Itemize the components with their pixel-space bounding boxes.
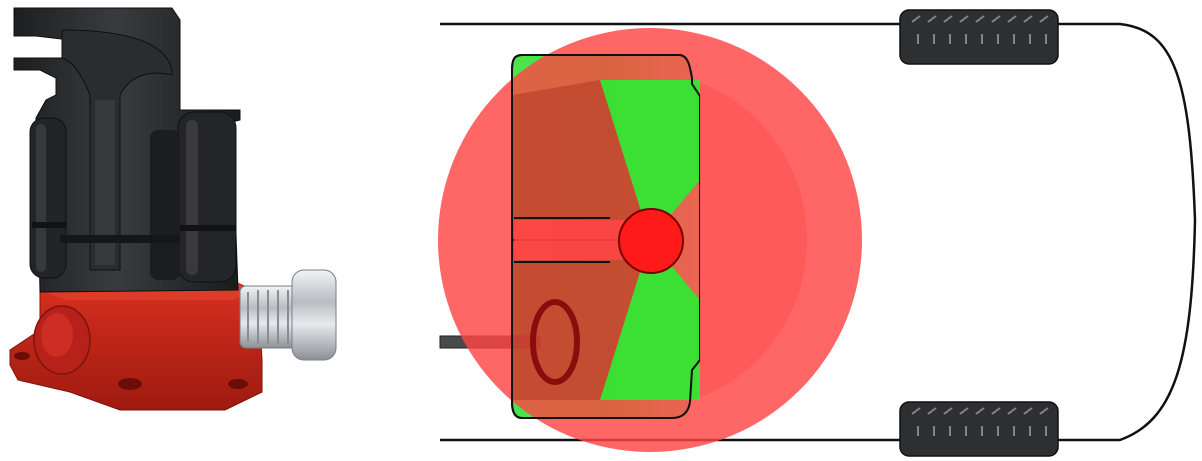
pivot-point bbox=[619, 209, 683, 273]
clearance-diagram bbox=[438, 10, 1195, 456]
red-base bbox=[10, 282, 262, 410]
pedal-unit-photo bbox=[10, 8, 336, 410]
chrome-fitting bbox=[240, 270, 336, 360]
black-housing bbox=[14, 8, 240, 292]
foot-pad-bottom bbox=[900, 402, 1058, 456]
foot-pad-top bbox=[900, 10, 1058, 64]
